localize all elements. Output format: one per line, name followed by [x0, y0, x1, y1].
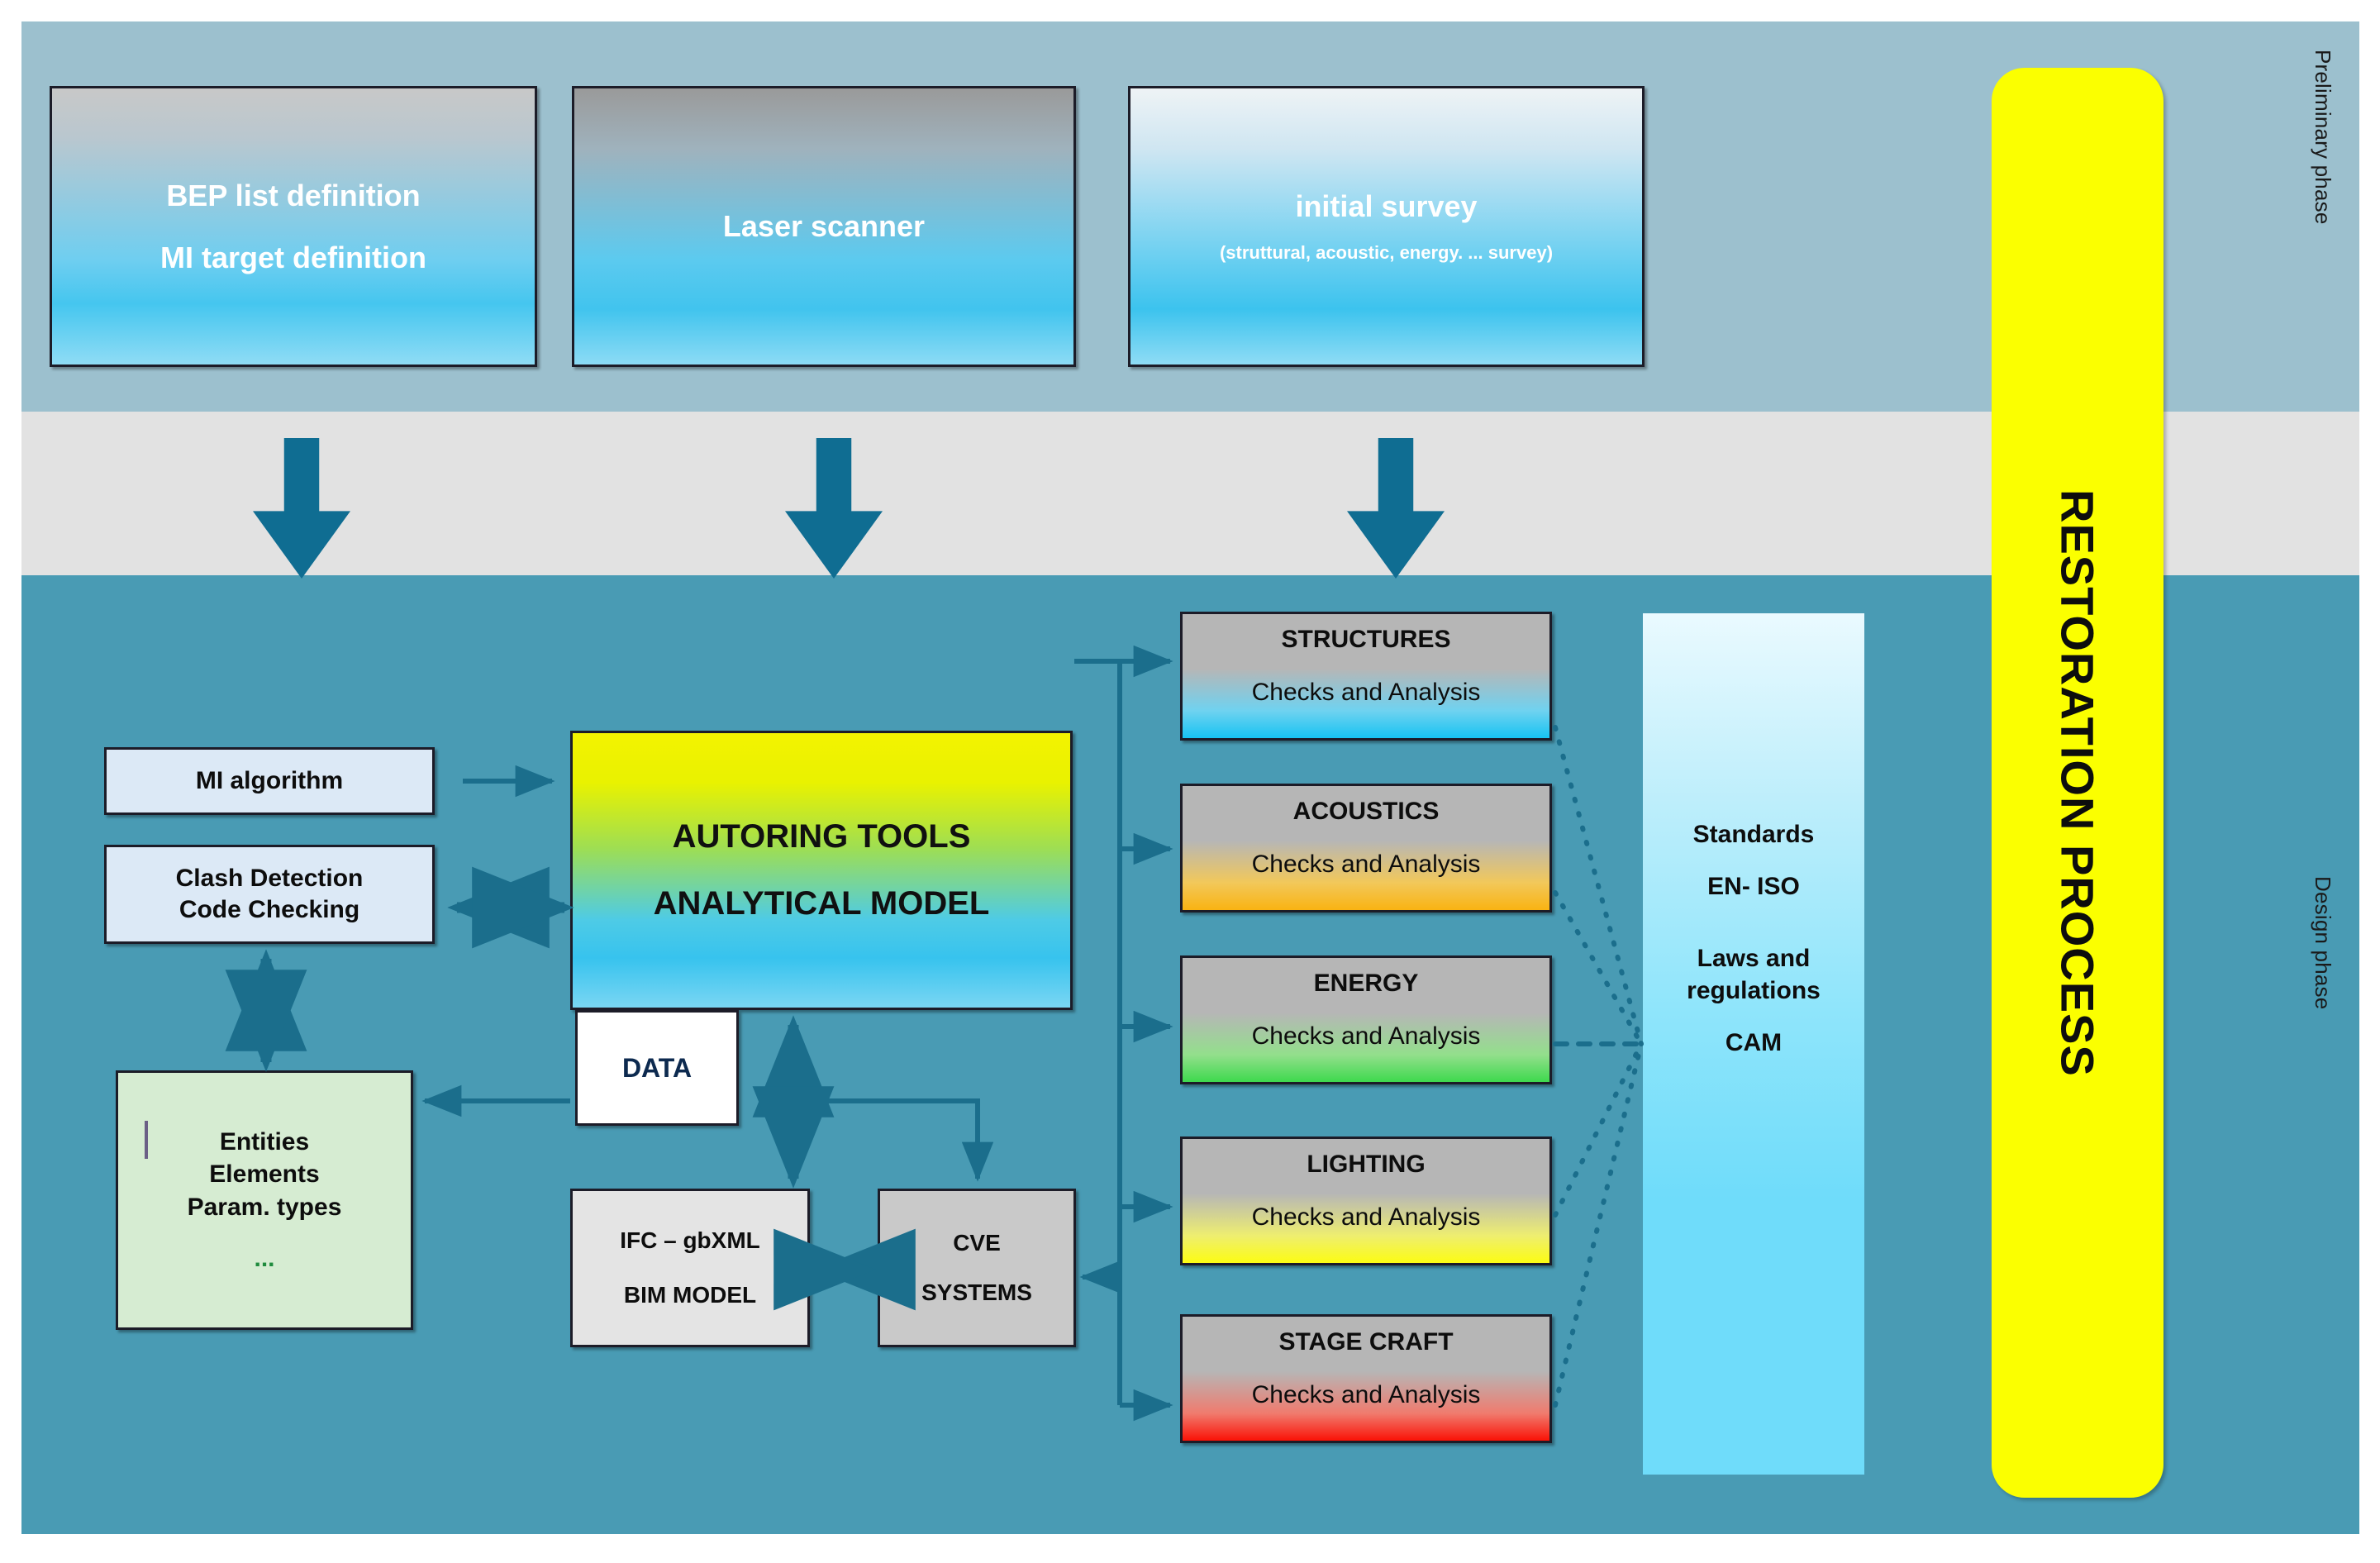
node-entities-line2: Elements: [209, 1160, 320, 1189]
node-survey-title: initial survey: [1295, 189, 1478, 224]
discipline-acoustics-title: ACOUSTICS: [1292, 798, 1440, 825]
standards-line4: regulations: [1687, 977, 1821, 1004]
node-discipline-structures[interactable]: STRUCTURES Checks and Analysis: [1180, 612, 1552, 741]
discipline-energy-title: ENERGY: [1313, 970, 1419, 997]
node-entities-ellipsis: ...: [254, 1244, 275, 1272]
node-cve-line1: CVE: [953, 1230, 1001, 1256]
node-discipline-acoustics[interactable]: ACOUSTICS Checks and Analysis: [1180, 784, 1552, 913]
discipline-structures-subtitle: Checks and Analysis: [1251, 679, 1481, 706]
restoration-process-label: RESTORATION PROCESS: [2051, 488, 2104, 1077]
standards-line3: Laws and: [1697, 945, 1811, 972]
preliminary-phase-label: Preliminary phase: [2311, 50, 2335, 225]
node-standards[interactable]: Standards EN- ISO Laws and regulations C…: [1643, 613, 1864, 1475]
node-initial-survey[interactable]: initial survey (struttural, acoustic, en…: [1128, 86, 1645, 367]
phase-separator-band: [21, 412, 2359, 575]
node-bep-line1: BEP list definition: [166, 178, 421, 212]
node-mi-label: MI algorithm: [195, 766, 344, 794]
node-discipline-energy[interactable]: ENERGY Checks and Analysis: [1180, 955, 1552, 1084]
design-phase-label: Design phase: [2311, 876, 2335, 1010]
node-autoring-tools[interactable]: AUTORING TOOLS ANALYTICAL MODEL: [570, 731, 1073, 1010]
discipline-acoustics-subtitle: Checks and Analysis: [1251, 851, 1481, 878]
node-bep-definition[interactable]: BEP list definition MI target definition: [50, 86, 537, 367]
node-bep-line2: MI target definition: [160, 241, 426, 274]
discipline-structures-title: STRUCTURES: [1281, 626, 1451, 653]
node-restoration-process[interactable]: RESTORATION PROCESS: [1992, 68, 2163, 1498]
node-entities-line3: Param. types: [187, 1194, 342, 1221]
node-cve-line2: SYSTEMS: [921, 1279, 1032, 1305]
discipline-lighting-subtitle: Checks and Analysis: [1251, 1203, 1481, 1231]
node-discipline-lighting[interactable]: LIGHTING Checks and Analysis: [1180, 1137, 1552, 1265]
node-data-label: DATA: [621, 1052, 693, 1083]
node-ifc-line1: IFC – gbXML: [620, 1227, 760, 1253]
discipline-lighting-title: LIGHTING: [1307, 1151, 1426, 1178]
node-clash-line1: Clash Detection: [175, 864, 364, 892]
node-autoring-line1: AUTORING TOOLS: [672, 818, 971, 855]
discipline-energy-subtitle: Checks and Analysis: [1251, 1022, 1481, 1050]
node-mi-algorithm[interactable]: MI algorithm: [104, 747, 435, 815]
node-clash-detection[interactable]: Clash Detection Code Checking: [104, 845, 435, 944]
node-survey-subtitle: (struttural, acoustic, energy. ... surve…: [1219, 241, 1554, 263]
node-data[interactable]: DATA: [575, 1010, 739, 1126]
standards-line2: EN- ISO: [1707, 873, 1800, 900]
node-laser-scanner[interactable]: Laser scanner: [572, 86, 1076, 367]
node-autoring-line2: ANALYTICAL MODEL: [653, 885, 990, 922]
node-cve-systems[interactable]: CVE SYSTEMS: [878, 1189, 1076, 1347]
node-ifc-bim-model[interactable]: IFC – gbXML BIM MODEL: [570, 1189, 810, 1347]
discipline-stagecraft-title: STAGE CRAFT: [1278, 1328, 1454, 1356]
standards-line1: Standards: [1692, 821, 1815, 848]
node-entities-line1: Entities: [219, 1127, 310, 1156]
node-clash-line2: Code Checking: [178, 896, 360, 923]
node-ifc-line2: BIM MODEL: [623, 1282, 757, 1308]
entities-tick-mark: [145, 1121, 148, 1159]
node-laser-label: Laser scanner: [722, 209, 926, 244]
discipline-stagecraft-subtitle: Checks and Analysis: [1251, 1381, 1481, 1408]
node-entities[interactable]: Entities Elements Param. types ...: [116, 1070, 413, 1330]
standards-line5: CAM: [1725, 1029, 1783, 1056]
node-discipline-stage-craft[interactable]: STAGE CRAFT Checks and Analysis: [1180, 1314, 1552, 1443]
